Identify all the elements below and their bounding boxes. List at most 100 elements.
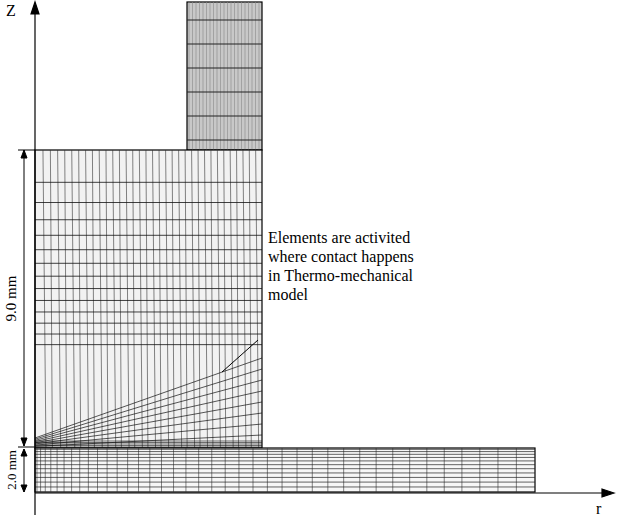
mesh-line [187,20,262,21]
mesh-line [126,150,129,448]
axis-label: Z [6,2,16,20]
mesh-line [35,441,262,442]
mesh-line [35,444,262,445]
mesh-line [65,150,67,448]
mesh-line [35,276,262,277]
mesh-line [241,2,242,150]
mesh-line [99,150,102,448]
mesh-line [245,2,246,150]
extension-line [18,150,35,151]
mesh-line [159,150,161,448]
mesh-line [43,150,46,448]
mesh-line [35,334,262,335]
mesh-line [35,358,262,438]
mesh-line [35,323,262,324]
arrow-head [21,449,27,456]
z-axis [34,10,35,515]
mesh-line [259,2,260,150]
extension-line [18,447,35,448]
mesh-line [192,2,193,150]
mesh-line [187,68,262,69]
mesh-line [79,150,81,448]
mesh-line [179,150,182,448]
axes [31,2,614,515]
mesh-line [35,263,262,264]
mesh-region [187,2,262,150]
mesh-line [227,2,228,150]
mesh-line [35,482,535,483]
mesh-line [50,150,52,448]
mesh-line [58,150,61,448]
mesh-line [217,150,220,448]
r-axis [35,492,606,493]
mesh-region [35,448,535,492]
mesh-line [238,2,239,150]
mesh-line [206,2,207,150]
mesh-line [35,445,262,446]
mesh-line [252,2,253,150]
mesh-line [92,150,94,448]
mesh-line [35,472,535,473]
mesh-line [119,150,121,448]
mesh-line [217,2,218,150]
dimension-label: 2.0 mm [4,450,20,490]
mesh-line [231,2,232,150]
mesh-line [35,486,535,487]
mesh-region [35,150,262,448]
mesh-line [187,116,262,117]
arrow-head [602,489,614,497]
mesh-line [35,344,262,345]
mesh-line [35,424,262,445]
mesh-line [211,150,213,448]
mesh-line [192,150,195,448]
dimension-label: 9.0 mm [4,275,21,321]
mesh-line [237,150,239,448]
arrow-head [21,438,27,446]
arrow-head [21,485,27,492]
mesh-line [35,219,262,220]
mesh-line [187,44,262,45]
mesh-line [35,288,262,289]
mesh-line [146,150,148,448]
mesh-line [230,150,233,448]
mesh-line [198,150,200,448]
mesh-line [35,451,535,452]
finite-element-mesh [35,2,535,492]
arrow-head [31,2,39,14]
mesh-line [166,150,169,448]
mesh-line [35,447,262,448]
mesh-line [35,202,262,203]
mesh-line [35,457,535,458]
mesh-line [35,454,535,455]
mesh-line [187,140,262,141]
mesh-line [234,2,235,150]
leader-line [222,340,258,372]
mesh-line [35,468,535,469]
mesh-line [35,300,262,301]
dimension-line [24,150,25,446]
mesh-line [185,150,187,448]
arrow-head [21,150,27,158]
mesh-line [35,464,535,465]
mesh-line [153,150,156,448]
mesh-line [199,2,200,150]
mesh-line [35,235,262,236]
mesh-line [35,442,262,443]
mesh-line [72,150,75,448]
mesh-line [35,460,535,461]
mesh-line [187,92,262,93]
mesh-line [35,413,262,444]
mesh-line [224,2,225,150]
mesh-line [35,449,535,450]
mesh-line [220,2,221,150]
mesh-line [35,311,262,312]
mesh-line [35,249,262,250]
mesh-line [255,2,256,150]
mesh-line [210,2,211,150]
mesh-line [113,150,116,448]
mesh-line [248,2,249,150]
mesh-line [224,150,226,448]
mesh-line [86,150,89,448]
mesh-line [213,2,214,150]
mesh-line [189,2,190,150]
